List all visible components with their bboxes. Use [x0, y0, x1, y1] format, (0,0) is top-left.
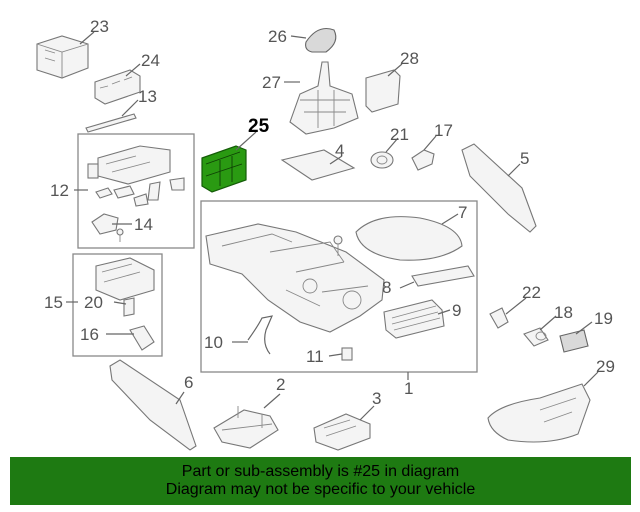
part-22-drawing[interactable]: [489, 307, 509, 329]
callout-2[interactable]: 2: [276, 375, 285, 394]
part-23-drawing[interactable]: [36, 35, 89, 79]
callout-20[interactable]: 20: [84, 293, 103, 312]
callout-7[interactable]: 7: [458, 203, 467, 222]
callout-28[interactable]: 28: [400, 49, 419, 68]
callout-25[interactable]: 25: [248, 116, 270, 137]
group-box-1: [200, 200, 478, 373]
part-21-drawing[interactable]: [370, 151, 394, 169]
part-4-drawing[interactable]: [280, 149, 356, 181]
part-29-drawing[interactable]: [487, 383, 591, 443]
banner-line-2: Diagram may not be specific to your vehi…: [165, 481, 476, 498]
callout-1[interactable]: 1: [404, 379, 413, 398]
part-8-drawing[interactable]: [411, 265, 475, 287]
callout-17[interactable]: 17: [434, 121, 453, 140]
callout-8[interactable]: 8: [382, 278, 391, 297]
callout-12[interactable]: 12: [50, 181, 69, 200]
callout-3[interactable]: 3: [372, 389, 381, 408]
callout-21[interactable]: 21: [390, 125, 409, 144]
part-11-drawing[interactable]: [341, 347, 353, 361]
part-16-drawing[interactable]: [129, 325, 155, 351]
callout-26[interactable]: 26: [268, 27, 287, 46]
part-20-drawing[interactable]: [123, 297, 135, 317]
part-24-drawing[interactable]: [94, 69, 141, 105]
callout-6[interactable]: 6: [184, 373, 193, 392]
callout-4[interactable]: 4: [335, 141, 344, 160]
callout-18[interactable]: 18: [554, 303, 573, 322]
part-13-drawing[interactable]: [85, 113, 137, 133]
callout-23[interactable]: 23: [90, 17, 109, 36]
callout-10[interactable]: 10: [204, 333, 223, 352]
callout-labels: 23 24 13 26 27 28 25 4 21 17 5 12 14 15 …: [44, 17, 615, 408]
parts-diagram: 23 24 13 26 27 28 25 4 21 17 5 12 14 15 …: [36, 17, 615, 451]
callout-15[interactable]: 15: [44, 293, 63, 312]
part-1-drawing[interactable]: [205, 223, 385, 333]
part-1-screw: [333, 235, 343, 256]
part-7-drawing[interactable]: [355, 216, 463, 261]
group-box-12: [77, 133, 195, 249]
part-26-drawing[interactable]: [305, 27, 337, 53]
part-15-drawing[interactable]: [95, 257, 155, 301]
part-27-drawing[interactable]: [289, 61, 359, 135]
callout-22[interactable]: 22: [522, 283, 541, 302]
part-25-highlight: [201, 145, 247, 193]
part-6-drawing[interactable]: [109, 359, 197, 451]
part-9-drawing[interactable]: [383, 299, 445, 339]
callout-24[interactable]: 24: [141, 51, 160, 70]
callout-16[interactable]: 16: [80, 325, 99, 344]
notice-banner: Part or sub-assembly is #25 in diagram D…: [10, 457, 631, 505]
part-3-drawing[interactable]: [313, 413, 371, 451]
part-17-drawing[interactable]: [411, 149, 435, 171]
part-12-screw: [116, 228, 124, 242]
part-28-drawing[interactable]: [365, 69, 401, 113]
callout-13[interactable]: 13: [138, 87, 157, 106]
part-18-drawing[interactable]: [523, 327, 549, 347]
banner-line-1: Part or sub-assembly is #25 in diagram: [181, 463, 460, 480]
callout-5[interactable]: 5: [520, 149, 529, 168]
callout-29[interactable]: 29: [596, 357, 615, 376]
callout-11[interactable]: 11: [306, 347, 324, 366]
callout-14[interactable]: 14: [134, 215, 153, 234]
part-2-drawing[interactable]: [213, 406, 279, 449]
callout-9[interactable]: 9: [452, 301, 461, 320]
part-12-components[interactable]: [87, 145, 185, 207]
part-10-drawing[interactable]: [247, 315, 274, 355]
part-19-drawing[interactable]: [559, 329, 589, 353]
callout-27[interactable]: 27: [262, 73, 281, 92]
part-25-drawing[interactable]: [201, 145, 247, 193]
callout-19[interactable]: 19: [594, 309, 613, 328]
group-box-15: [72, 253, 163, 357]
leader-lines: [66, 31, 599, 421]
part-5-drawing[interactable]: [461, 143, 537, 233]
